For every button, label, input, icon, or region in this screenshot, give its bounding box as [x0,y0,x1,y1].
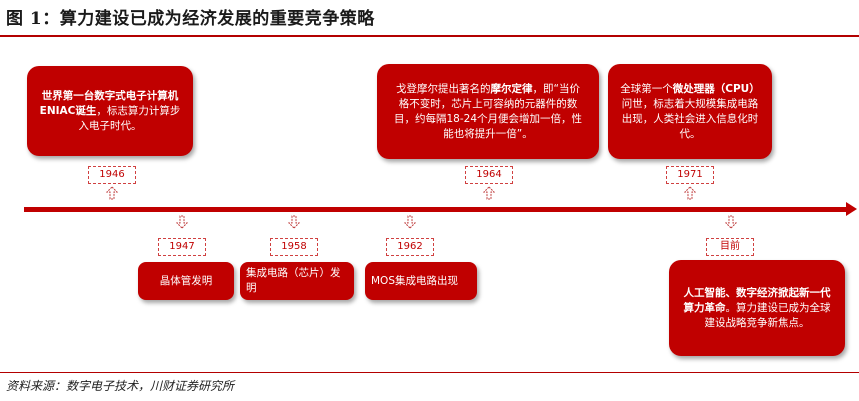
down-arrow-icon [288,215,300,229]
event-1964-text-b: ，即“当价格不变时，芯片上可容纳的元器件的数目，约每隔18-24个月便会增加一倍… [393,82,582,140]
event-card-1946: 世界第一台数字式电子计算机ENIAC诞生，标志算力计算步入电子时代。 [27,66,193,156]
year-label-1946: 1946 [88,166,136,184]
event-box-1962: MOS集成电路出现 [365,262,477,300]
down-arrow-icon [404,215,416,229]
year-label-1947: 1947 [158,238,206,256]
event-card-1964: 戈登摩尔提出著名的摩尔定律，即“当价格不变时，芯片上可容纳的元器件的数目，约每隔… [377,64,599,159]
down-arrow-icon [725,215,737,229]
timeline-arrowhead [846,202,857,216]
year-label-1962: 1962 [386,238,434,256]
event-box-1958: 集成电路（芯片）发明 [240,262,354,300]
event-box-1947: 晶体管发明 [138,262,234,300]
event-1964-text-a: 戈登摩尔提出著名的 [396,82,491,95]
year-label-1964: 1964 [465,166,513,184]
figure-title: 图 1：算力建设已成为经济发展的重要竞争策略 [6,9,375,29]
up-arrow-icon [483,186,495,200]
event-1971-text-a: 全球第一个 [620,82,673,95]
year-label-1958: 1958 [270,238,318,256]
event-current-text: 。算力建设已成为全球建设战略竞争新焦点。 [704,301,831,329]
event-1946-text: ，标志算力计算步入电子时代。 [78,104,181,132]
up-arrow-icon [106,186,118,200]
event-1946-highlight: 世界第一台数字式电子计算机ENIAC诞生 [39,89,179,117]
year-label-current: 目前 [706,238,754,256]
up-arrow-icon [684,186,696,200]
event-1971-text-b: 问世，标志着大规模集成电路出现，人类社会进入信息化时代。 [621,97,759,140]
footer-rule [0,372,859,373]
year-label-1971: 1971 [666,166,714,184]
down-arrow-icon [176,215,188,229]
title-rule [0,35,859,37]
timeline-bar [24,207,846,212]
event-card-1971: 全球第一个微处理器（CPU） 问世，标志着大规模集成电路出现，人类社会进入信息化时… [608,64,772,159]
source-note: 资料来源：数字电子技术，川财证券研究所 [6,379,235,393]
event-current-highlight: 人工智能、数字经济掀起新一代算力革命 [683,286,831,314]
event-1964-highlight: 摩尔定律 [490,82,533,95]
event-card-current: 人工智能、数字经济掀起新一代算力革命。算力建设已成为全球建设战略竞争新焦点。 [669,260,845,356]
event-1971-highlight: 微处理器（CPU） [672,82,760,95]
